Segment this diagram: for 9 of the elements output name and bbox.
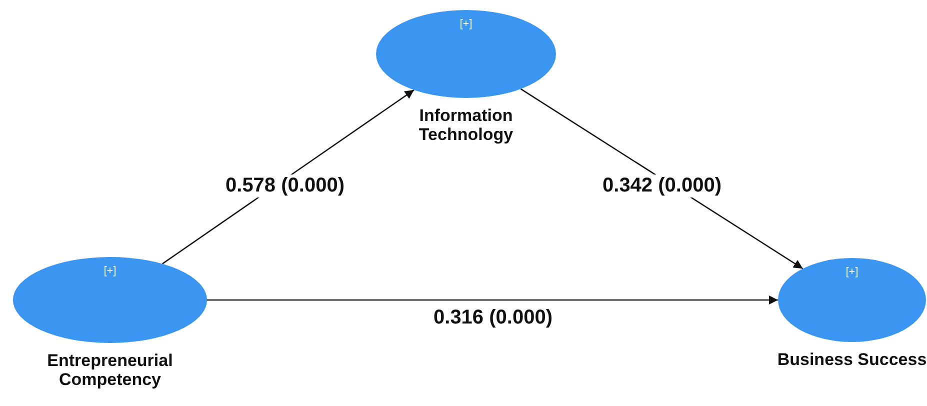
- construct-label: Business Success: [777, 350, 927, 369]
- arrow: [162, 89, 414, 264]
- expand-marker: [+]: [846, 266, 858, 278]
- arrow: [207, 295, 778, 305]
- expand-marker: [+]: [460, 18, 472, 30]
- construct-label: Information Technology: [418, 106, 514, 144]
- expand-marker: [+]: [104, 265, 116, 277]
- construct-label: Entrepreneurial Competency: [46, 351, 174, 389]
- arrow: [520, 88, 804, 270]
